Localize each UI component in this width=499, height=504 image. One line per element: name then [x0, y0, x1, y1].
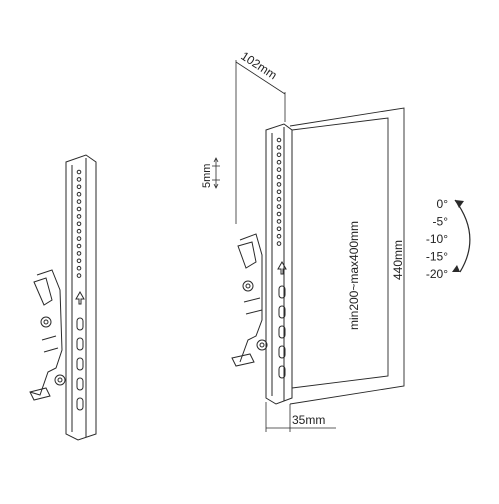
- rail-hole: [76, 221, 82, 227]
- height-label: 440mm: [391, 240, 405, 280]
- left-up-arrow: [75, 290, 85, 305]
- left-lock-tab: [29, 387, 51, 401]
- right-bracket: [231, 123, 293, 405]
- rail-hole: [76, 206, 82, 212]
- tilt-angle-list: 0° -5° -10° -15° -20°: [426, 197, 448, 281]
- rail-hole: [276, 167, 282, 172]
- rail-hole: [76, 169, 82, 175]
- rail-slot: [278, 285, 286, 299]
- left-bracket: [29, 154, 97, 441]
- right-up-arrow: [277, 260, 287, 275]
- right-rail-slots: [278, 285, 286, 379]
- rail-hole: [76, 236, 82, 241]
- tv-inner-outline: [291, 117, 389, 389]
- tv-outer-outline: [289, 107, 405, 405]
- offset-label: 35mm: [292, 413, 325, 427]
- right-hinge-plate: [239, 233, 263, 363]
- right-rail: [265, 123, 293, 405]
- tilt-angle-label: -5°: [433, 215, 449, 229]
- rail-hole: [276, 211, 282, 217]
- rail-slot: [76, 377, 84, 391]
- rail-slot: [76, 397, 84, 411]
- rail-hole: [276, 204, 282, 209]
- right-rail-edge: [271, 127, 285, 401]
- rail-slot: [76, 337, 84, 351]
- rail-hole: [276, 233, 282, 239]
- rail-hole: [276, 152, 282, 158]
- rail-hole: [76, 273, 82, 278]
- tilt-angle-label: 0°: [437, 197, 449, 211]
- rail-hole: [276, 137, 282, 143]
- rail-hole: [76, 251, 82, 256]
- right-rail-holes: [276, 137, 282, 246]
- tilt-angle-label: -10°: [426, 232, 448, 246]
- tv-panel: [289, 107, 405, 405]
- tilt-arrow-head-bottom: [452, 265, 460, 272]
- tilt-arc: [454, 199, 471, 273]
- left-hinge-arm: [33, 277, 53, 306]
- tilt-angle-label: -20°: [426, 267, 448, 281]
- rail-hole: [276, 189, 282, 195]
- rail-hole: [276, 145, 282, 150]
- tilt-arrow-head-top: [455, 200, 464, 208]
- rail-hole: [276, 159, 282, 165]
- rail-hole: [276, 219, 282, 224]
- rail-hole: [76, 243, 82, 249]
- rail-hole: [76, 184, 82, 190]
- rail-hole: [276, 182, 282, 187]
- left-rail-slots: [76, 317, 84, 411]
- right-pivot-bolt: [256, 339, 268, 351]
- rail-hole: [76, 265, 82, 271]
- right-lock-tab: [231, 353, 255, 367]
- rail-hole: [76, 258, 82, 264]
- rail-hole: [276, 196, 282, 202]
- rail-hole: [76, 214, 82, 219]
- left-rail: [65, 154, 97, 441]
- rail-hole: [76, 199, 82, 204]
- left-rail-edge: [71, 158, 87, 437]
- rail-hole: [276, 241, 282, 246]
- right-hinge-arm: [237, 241, 257, 269]
- rail-slot: [76, 357, 84, 371]
- left-hinge-plate: [29, 269, 63, 396]
- rail-slot: [278, 345, 286, 359]
- hole-pitch-label: 5mm: [201, 164, 213, 188]
- offset-dimension: [265, 402, 336, 432]
- rail-slot: [278, 325, 286, 339]
- rail-hole: [76, 228, 82, 234]
- right-hinge-bolt: [242, 280, 254, 292]
- rail-slot: [278, 365, 286, 379]
- rail-slot: [76, 317, 84, 331]
- depth-dimension: [235, 60, 286, 224]
- left-pivot-bolt: [54, 374, 66, 386]
- rail-hole: [76, 177, 82, 182]
- left-hinge-bolt: [40, 316, 52, 328]
- rail-hole: [276, 226, 282, 232]
- vesa-label: min200~max400mm: [347, 221, 361, 330]
- left-rail-holes: [76, 169, 82, 278]
- hole-pitch-dimension: [212, 157, 220, 189]
- tilt-angle-label: -15°: [426, 250, 448, 264]
- rail-slot: [278, 305, 286, 319]
- rail-hole: [76, 191, 82, 197]
- rail-hole: [276, 174, 282, 180]
